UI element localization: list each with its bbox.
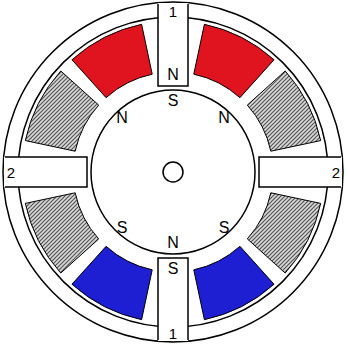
- coil-winding: [25, 193, 98, 273]
- shaft: [163, 162, 183, 182]
- rotor-polarity: S: [168, 93, 179, 109]
- coil-winding: [247, 193, 320, 273]
- motor-housing: [3, 2, 343, 342]
- phase-number: 2: [332, 165, 340, 180]
- stator-pole: [259, 157, 342, 187]
- coil-winding: [72, 24, 152, 97]
- rotor-polarity: N: [167, 235, 179, 251]
- phase-number: 2: [7, 165, 15, 180]
- rotor-polarity: N: [116, 110, 128, 126]
- stator-pole: [158, 258, 188, 341]
- pole-polarity: N: [167, 67, 179, 83]
- phase-number: 1: [169, 4, 177, 19]
- coil-winding: [25, 71, 98, 151]
- stator-pole: [158, 3, 188, 86]
- stator-pole: [4, 157, 87, 187]
- rotor-polarity: S: [117, 220, 128, 236]
- rotor-polarity: N: [218, 110, 230, 126]
- pole-polarity: S: [168, 261, 179, 277]
- coil-winding: [194, 246, 274, 319]
- coil-winding: [194, 24, 274, 97]
- coil-winding: [72, 246, 152, 319]
- rotor: [91, 90, 255, 254]
- phase-number: 1: [169, 326, 177, 341]
- rotor-polarity: S: [219, 220, 230, 236]
- coil-winding: [247, 71, 320, 151]
